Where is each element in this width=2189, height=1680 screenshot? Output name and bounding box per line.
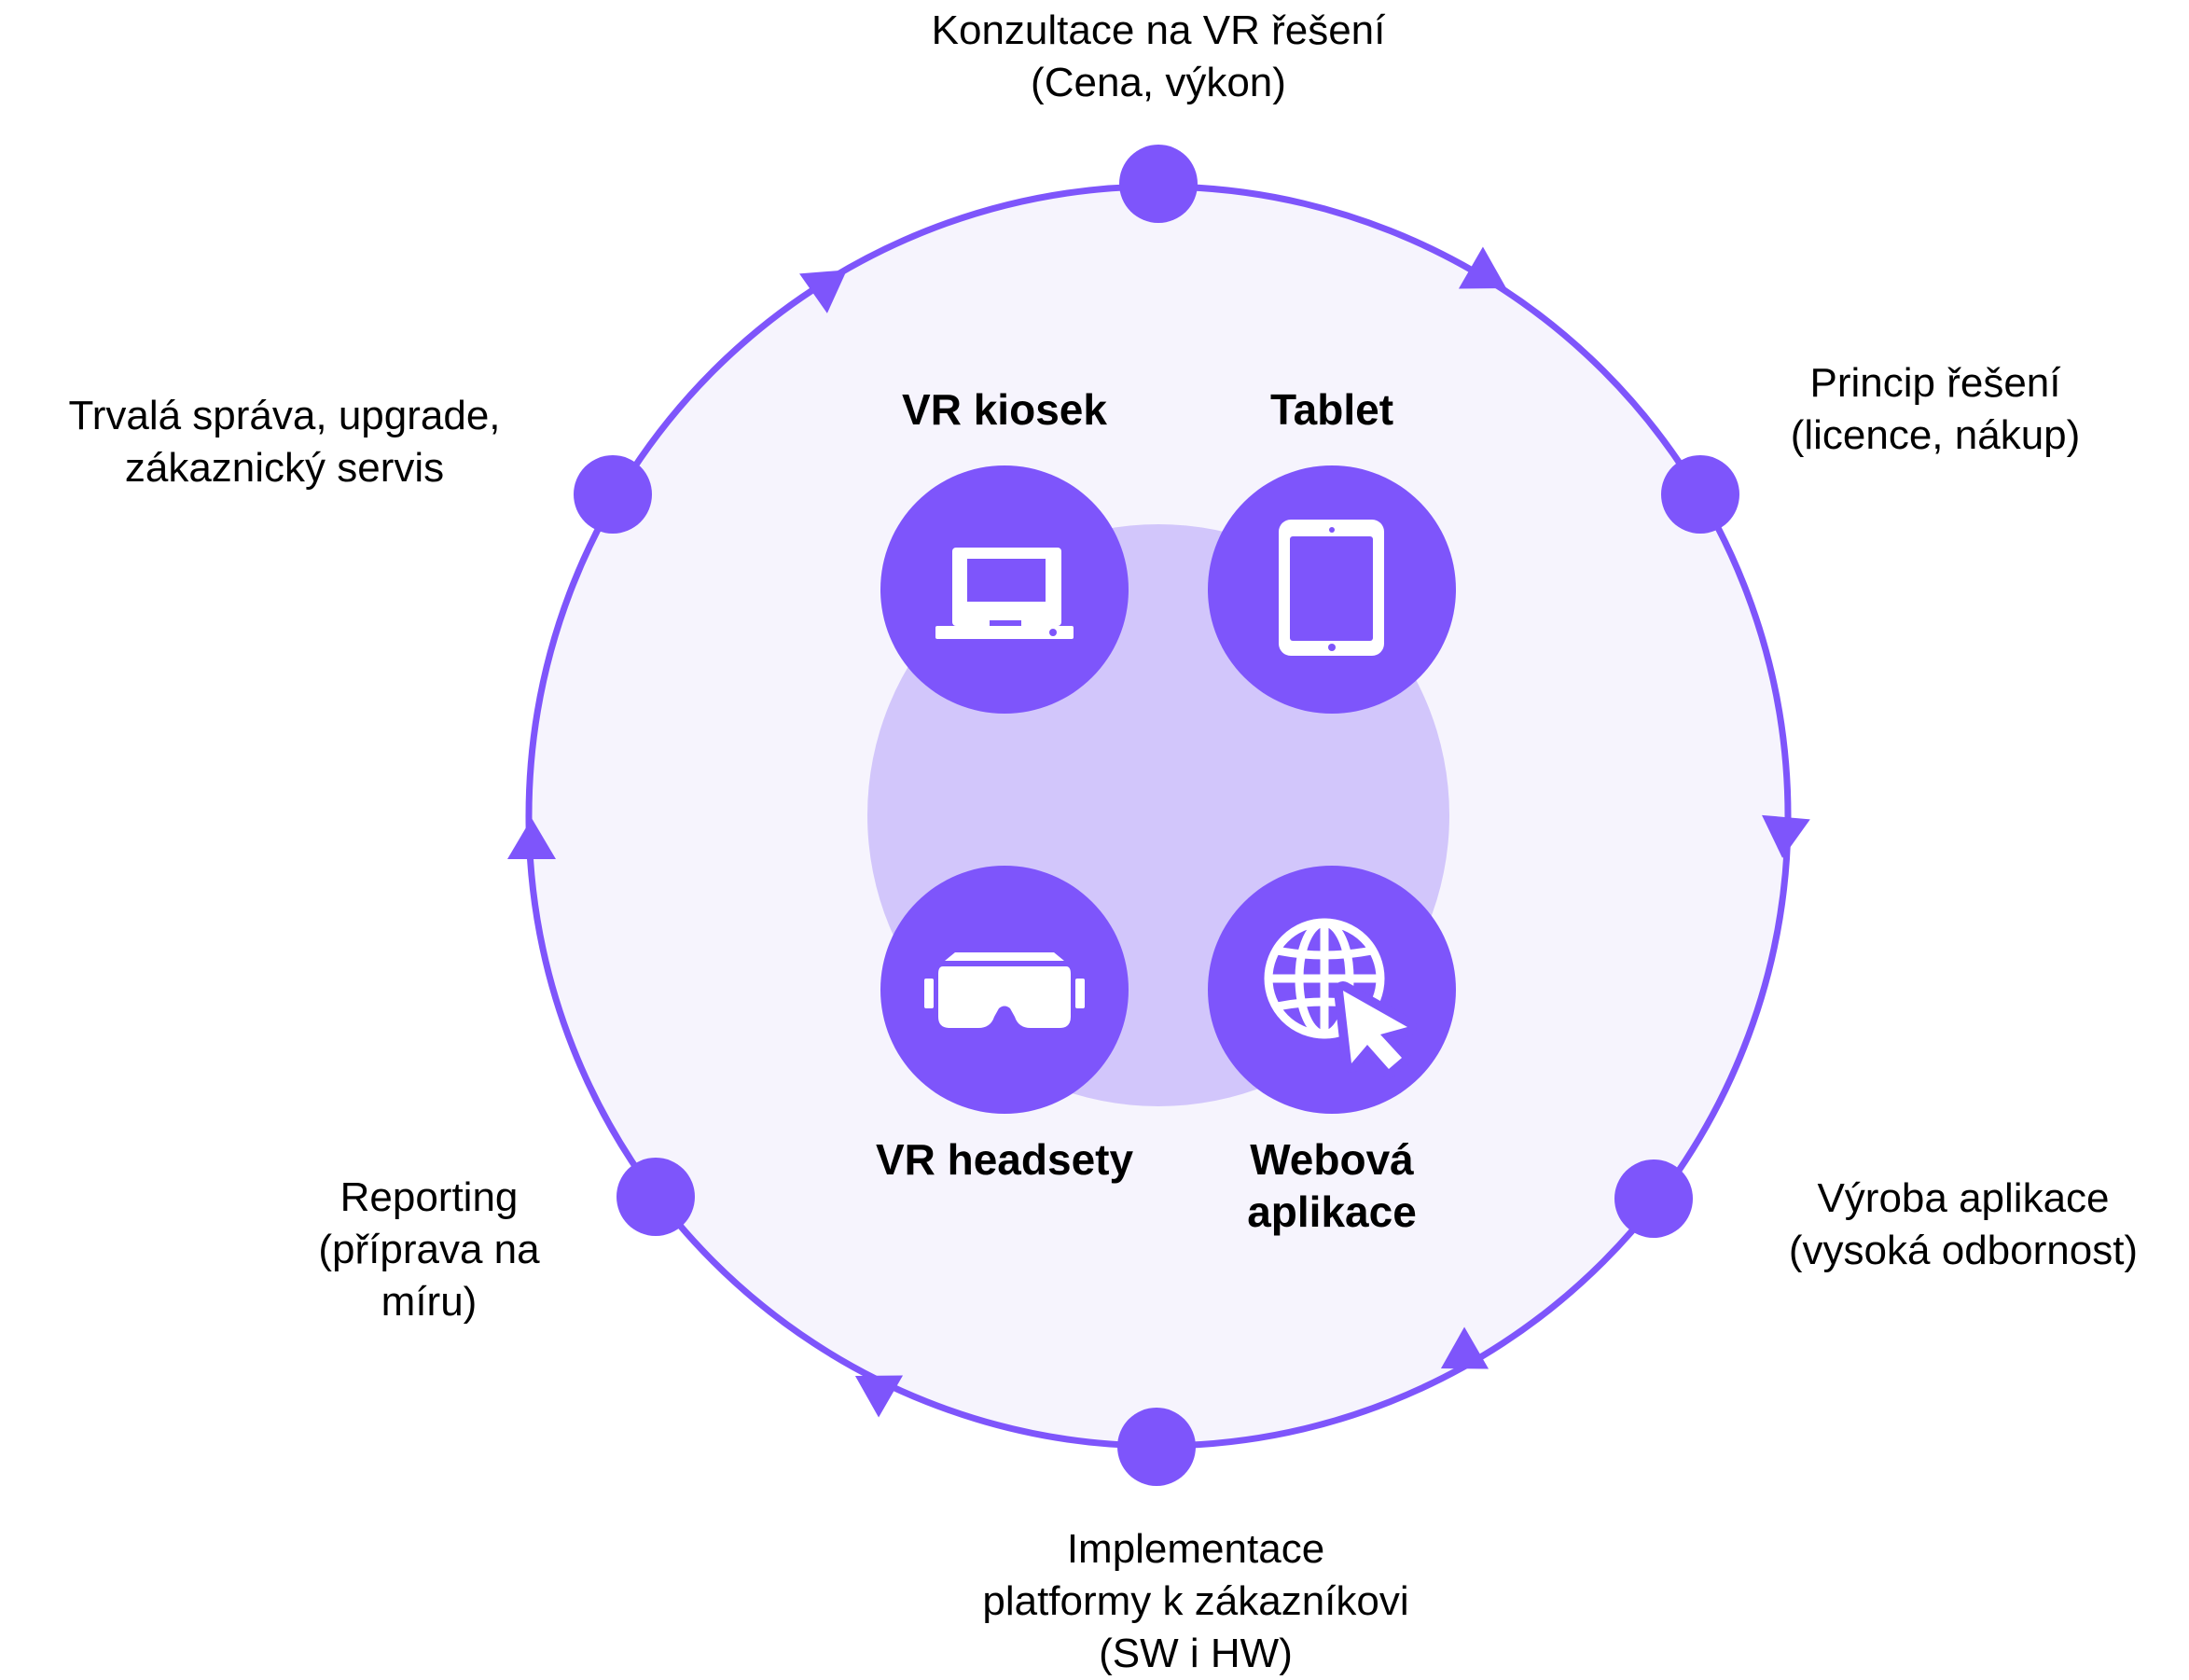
channel-label-webova: Webová aplikace: [1192, 1133, 1472, 1238]
step-text: Implementace: [1066, 1526, 1325, 1572]
step-text: (licence, nákup): [1790, 412, 2081, 458]
step-label-reporting: Reporting (příprava na míru): [242, 1172, 616, 1328]
node-princip: [1661, 455, 1739, 534]
step-label-implementace: Implementace platformy k zákazníkovi (SW…: [916, 1523, 1475, 1680]
computer-icon: [935, 548, 1074, 639]
step-text: míru): [381, 1279, 478, 1325]
step-text: (příprava na: [318, 1227, 540, 1272]
channel-text: VR kiosek: [902, 385, 1107, 434]
channel-label-kiosek: VR kiosek: [865, 383, 1144, 436]
arrow-head: [799, 270, 848, 313]
globe-cursor-icon: [1264, 918, 1417, 1078]
step-text: zákaznický servis: [124, 445, 445, 491]
arrow-head: [1440, 1326, 1489, 1369]
arrow-head: [507, 818, 556, 859]
vr-headset-icon: [924, 952, 1085, 1028]
node-vyroba: [1614, 1159, 1693, 1238]
channel-label-tablet: Tablet: [1192, 383, 1472, 436]
channel-tablet: [1208, 465, 1456, 714]
step-nodes: [574, 145, 1739, 1486]
step-label-konzultace: Konzultace na VR řešení (Cena, výkon): [879, 5, 1438, 109]
direction-arrows: [507, 246, 1810, 1418]
arrow-head: [1762, 814, 1810, 858]
step-text: (Cena, výkon): [1031, 60, 1286, 105]
step-text: (vysoká odbornost): [1788, 1228, 2139, 1273]
arrow-head: [1458, 246, 1507, 289]
step-text: platformy k zákazníkovi: [982, 1578, 1409, 1624]
channel-text: VR headsety: [875, 1135, 1134, 1184]
node-implementace: [1117, 1408, 1196, 1486]
channel-webova: [1208, 866, 1456, 1114]
step-text: Trvalá správa, upgrade,: [68, 393, 501, 438]
step-label-vyroba: Výroba aplikace (vysoká odbornost): [1744, 1173, 2182, 1277]
channel-headsety: [880, 866, 1129, 1114]
step-label-princip: Princip řešení (licence, nákup): [1721, 357, 2150, 462]
channel-text: aplikace: [1247, 1187, 1417, 1236]
node-reporting: [617, 1158, 695, 1236]
step-text: Princip řešení: [1809, 360, 2061, 406]
step-text: Reporting: [339, 1174, 519, 1220]
node-konzultace: [1119, 145, 1198, 223]
channel-kiosek: [880, 465, 1129, 714]
step-text: Konzultace na VR řešení: [931, 7, 1386, 53]
step-text: (SW i HW): [1099, 1631, 1293, 1676]
channel-text: Webová: [1250, 1135, 1414, 1184]
step-label-sprava: Trvalá správa, upgrade, zákaznický servi…: [9, 390, 560, 494]
channel-label-headsety: VR headsety: [841, 1133, 1168, 1186]
channel-text: Tablet: [1269, 385, 1394, 434]
arrow-head: [854, 1375, 904, 1418]
step-text: Výroba aplikace: [1817, 1175, 2110, 1221]
node-sprava: [574, 455, 652, 534]
tablet-icon: [1279, 520, 1384, 656]
